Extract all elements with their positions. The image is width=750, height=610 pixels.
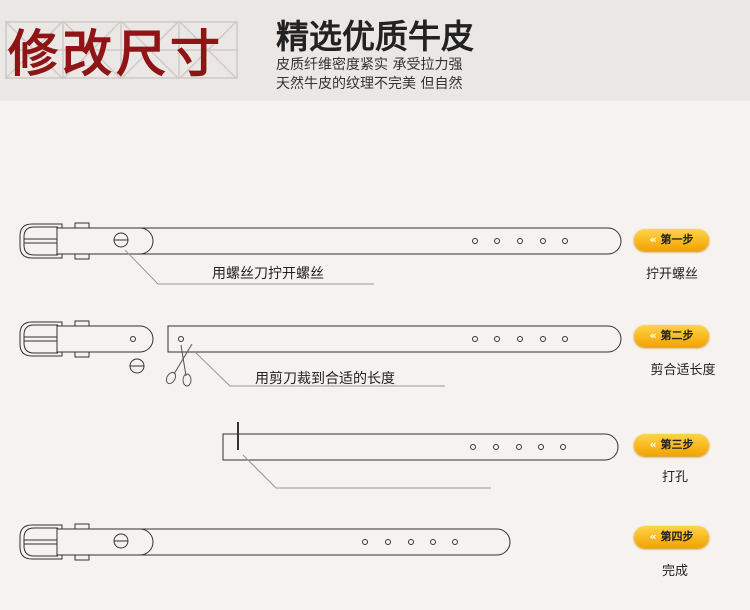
scissors-icon (165, 343, 193, 387)
double-chevron-left-icon: « (649, 233, 657, 246)
subtitle-line-1: 皮质纤维密度紧实 承受拉力强 (276, 57, 463, 73)
step-4-label: 第四步 (660, 530, 694, 543)
header-banner: 修改尺寸 精选优质牛皮 皮质纤维密度紧实 承受拉力强 天然牛皮的纹理不完美 但自… (0, 0, 750, 101)
logo-text: 修改尺寸 (8, 25, 224, 83)
subtitle-line-2: 天然牛皮的纹理不完美 但自然 (276, 76, 463, 92)
step-2-caption: 剪合适长度 (650, 363, 716, 378)
logo-grid (5, 21, 238, 79)
belt-step-1 (19, 222, 622, 285)
double-chevron-left-icon: « (649, 329, 657, 342)
step-1-label: 第一步 (660, 233, 694, 246)
step-4-caption: 完成 (661, 564, 688, 579)
step-2-label: 第二步 (660, 329, 694, 342)
belt-step-4 (19, 523, 511, 561)
step-1-button[interactable]: «第一步 (634, 229, 709, 251)
instruction-step-1: 用螺丝刀拧开螺丝 (212, 266, 324, 282)
step-3-label: 第三步 (660, 438, 694, 451)
step-1-caption: 拧开螺丝 (645, 267, 698, 282)
double-chevron-left-icon: « (649, 438, 657, 451)
step-4-button[interactable]: «第四步 (634, 526, 709, 548)
belt-step-2 (19, 320, 622, 387)
belt-step-3 (222, 422, 619, 489)
instruction-step-2: 用剪刀裁到合适的长度 (255, 371, 395, 387)
page-title: 精选优质牛皮 (276, 17, 474, 56)
step-2-button[interactable]: «第二步 (634, 325, 709, 347)
double-chevron-left-icon: « (649, 530, 657, 543)
step-3-caption: 打孔 (661, 470, 688, 485)
step-3-button[interactable]: «第三步 (634, 434, 709, 456)
